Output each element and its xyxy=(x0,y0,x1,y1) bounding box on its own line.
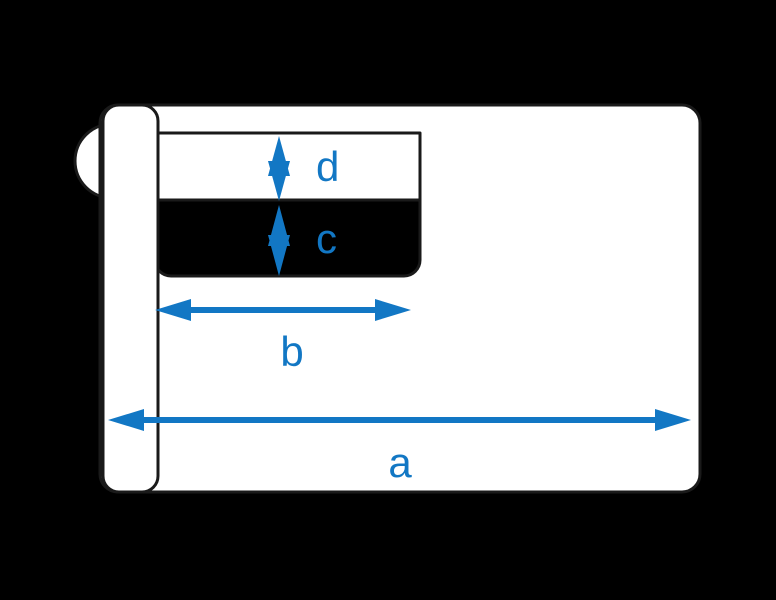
vertical-shackle-bar-shape xyxy=(101,103,160,494)
dimension-d-label: d xyxy=(316,143,339,190)
dimension-a-group: a xyxy=(108,409,691,486)
dimension-a-label: a xyxy=(388,439,412,486)
dimension-c-label: c xyxy=(316,215,337,262)
part-outline-group xyxy=(73,103,702,494)
dimension-b-group: b xyxy=(155,299,411,375)
dimension-a-arrowhead-left xyxy=(108,409,144,431)
dimension-b-arrowhead-left xyxy=(155,299,191,321)
dimension-b-label: b xyxy=(280,328,303,375)
dimension-d-group: d xyxy=(268,136,339,201)
dimension-c-arrowhead-down xyxy=(268,235,290,276)
dimension-d-arrowhead-down xyxy=(268,161,290,201)
dimension-c-group: c xyxy=(268,205,337,276)
dimension-a-arrowhead-right xyxy=(655,409,691,431)
dimension-b-arrowhead-right xyxy=(375,299,411,321)
